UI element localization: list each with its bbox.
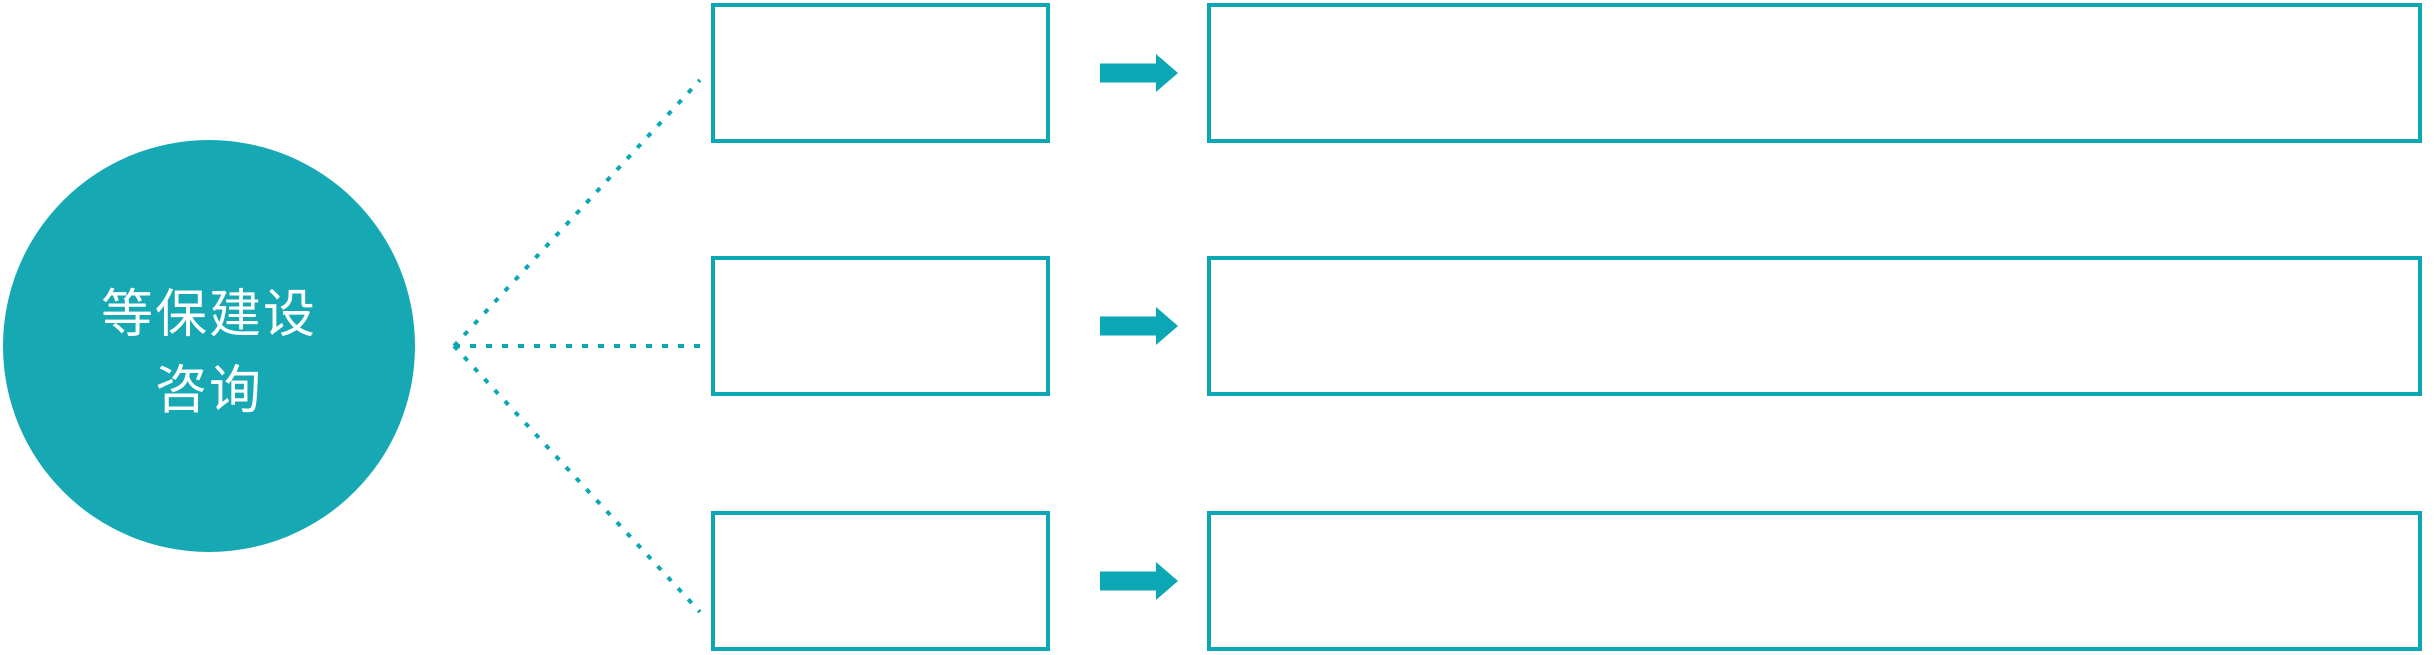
hub-circle: 等保建设 咨询 [3,140,415,552]
connector-line-top [452,78,702,348]
arrow-right-icon [1100,307,1178,345]
step-box-2-label [715,260,1046,392]
arrow-right-icon [1100,54,1178,92]
detail-box-1 [1207,3,2422,143]
hub-label-line-1: 等保建设 [100,285,317,345]
detail-box-3 [1207,511,2422,651]
detail-box-2 [1207,256,2422,396]
step-box-3-label [715,515,1046,647]
detail-box-1-label [1211,7,2418,139]
detail-box-2-label [1211,260,2418,392]
connector-line-bottom [452,344,702,614]
hub-label-line-2: 咨询 [154,361,263,421]
step-box-2 [711,256,1050,396]
step-box-1-label [715,7,1046,139]
detail-box-3-label [1211,515,2418,647]
step-box-3 [711,511,1050,651]
arrow-right-icon [1100,562,1178,600]
step-box-1 [711,3,1050,143]
